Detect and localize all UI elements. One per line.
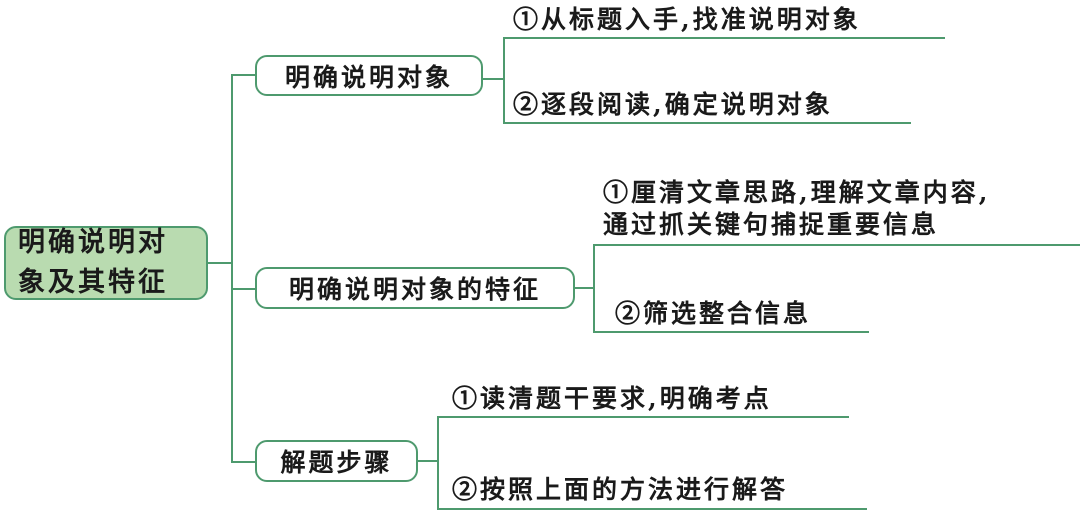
leaf-b2-2: ②筛选整合信息: [615, 299, 812, 328]
b1-vline: [503, 37, 505, 123]
b3-stub: [418, 460, 438, 462]
branch-node-steps: 解题步骤: [255, 440, 418, 482]
b1-item2-underline: [503, 122, 911, 124]
leaf-b1-2: ②逐段阅读,确定说明对象: [513, 90, 833, 119]
b1-stub: [482, 78, 504, 80]
branch3-connector: [231, 461, 256, 463]
b2-item1-underline: [593, 244, 1080, 246]
root-line2: 象及其特征: [18, 267, 168, 298]
leaf-b2-1b: 通过抓关键句捕捉重要信息: [603, 210, 940, 239]
b3-item1-underline: [437, 416, 849, 418]
leaf-b1-1: ①从标题入手,找准说明对象: [513, 5, 861, 34]
branch2-connector: [231, 288, 256, 290]
trunk-line: [231, 74, 233, 462]
b3-item2-underline: [437, 508, 867, 510]
b2-stub: [575, 287, 595, 289]
root-connector: [207, 262, 232, 264]
leaf-b3-1: ①读清题干要求,明确考点: [452, 384, 772, 413]
b2-item2-underline: [593, 331, 869, 333]
branch1-connector: [231, 74, 256, 76]
leaf-b3-2: ②按照上面的方法进行解答: [452, 475, 789, 504]
b3-vline: [437, 416, 439, 509]
b2-vline: [593, 244, 595, 332]
b1-item1-underline: [503, 37, 945, 39]
branch-node-features: 明确说明对象的特征: [255, 267, 575, 309]
leaf-b2-1a: ①厘清文章思路,理解文章内容,: [603, 178, 991, 207]
root-node: 明确说明对 象及其特征: [4, 226, 208, 300]
root-line1: 明确说明对: [18, 227, 168, 258]
branch-node-object: 明确说明对象: [255, 55, 483, 96]
